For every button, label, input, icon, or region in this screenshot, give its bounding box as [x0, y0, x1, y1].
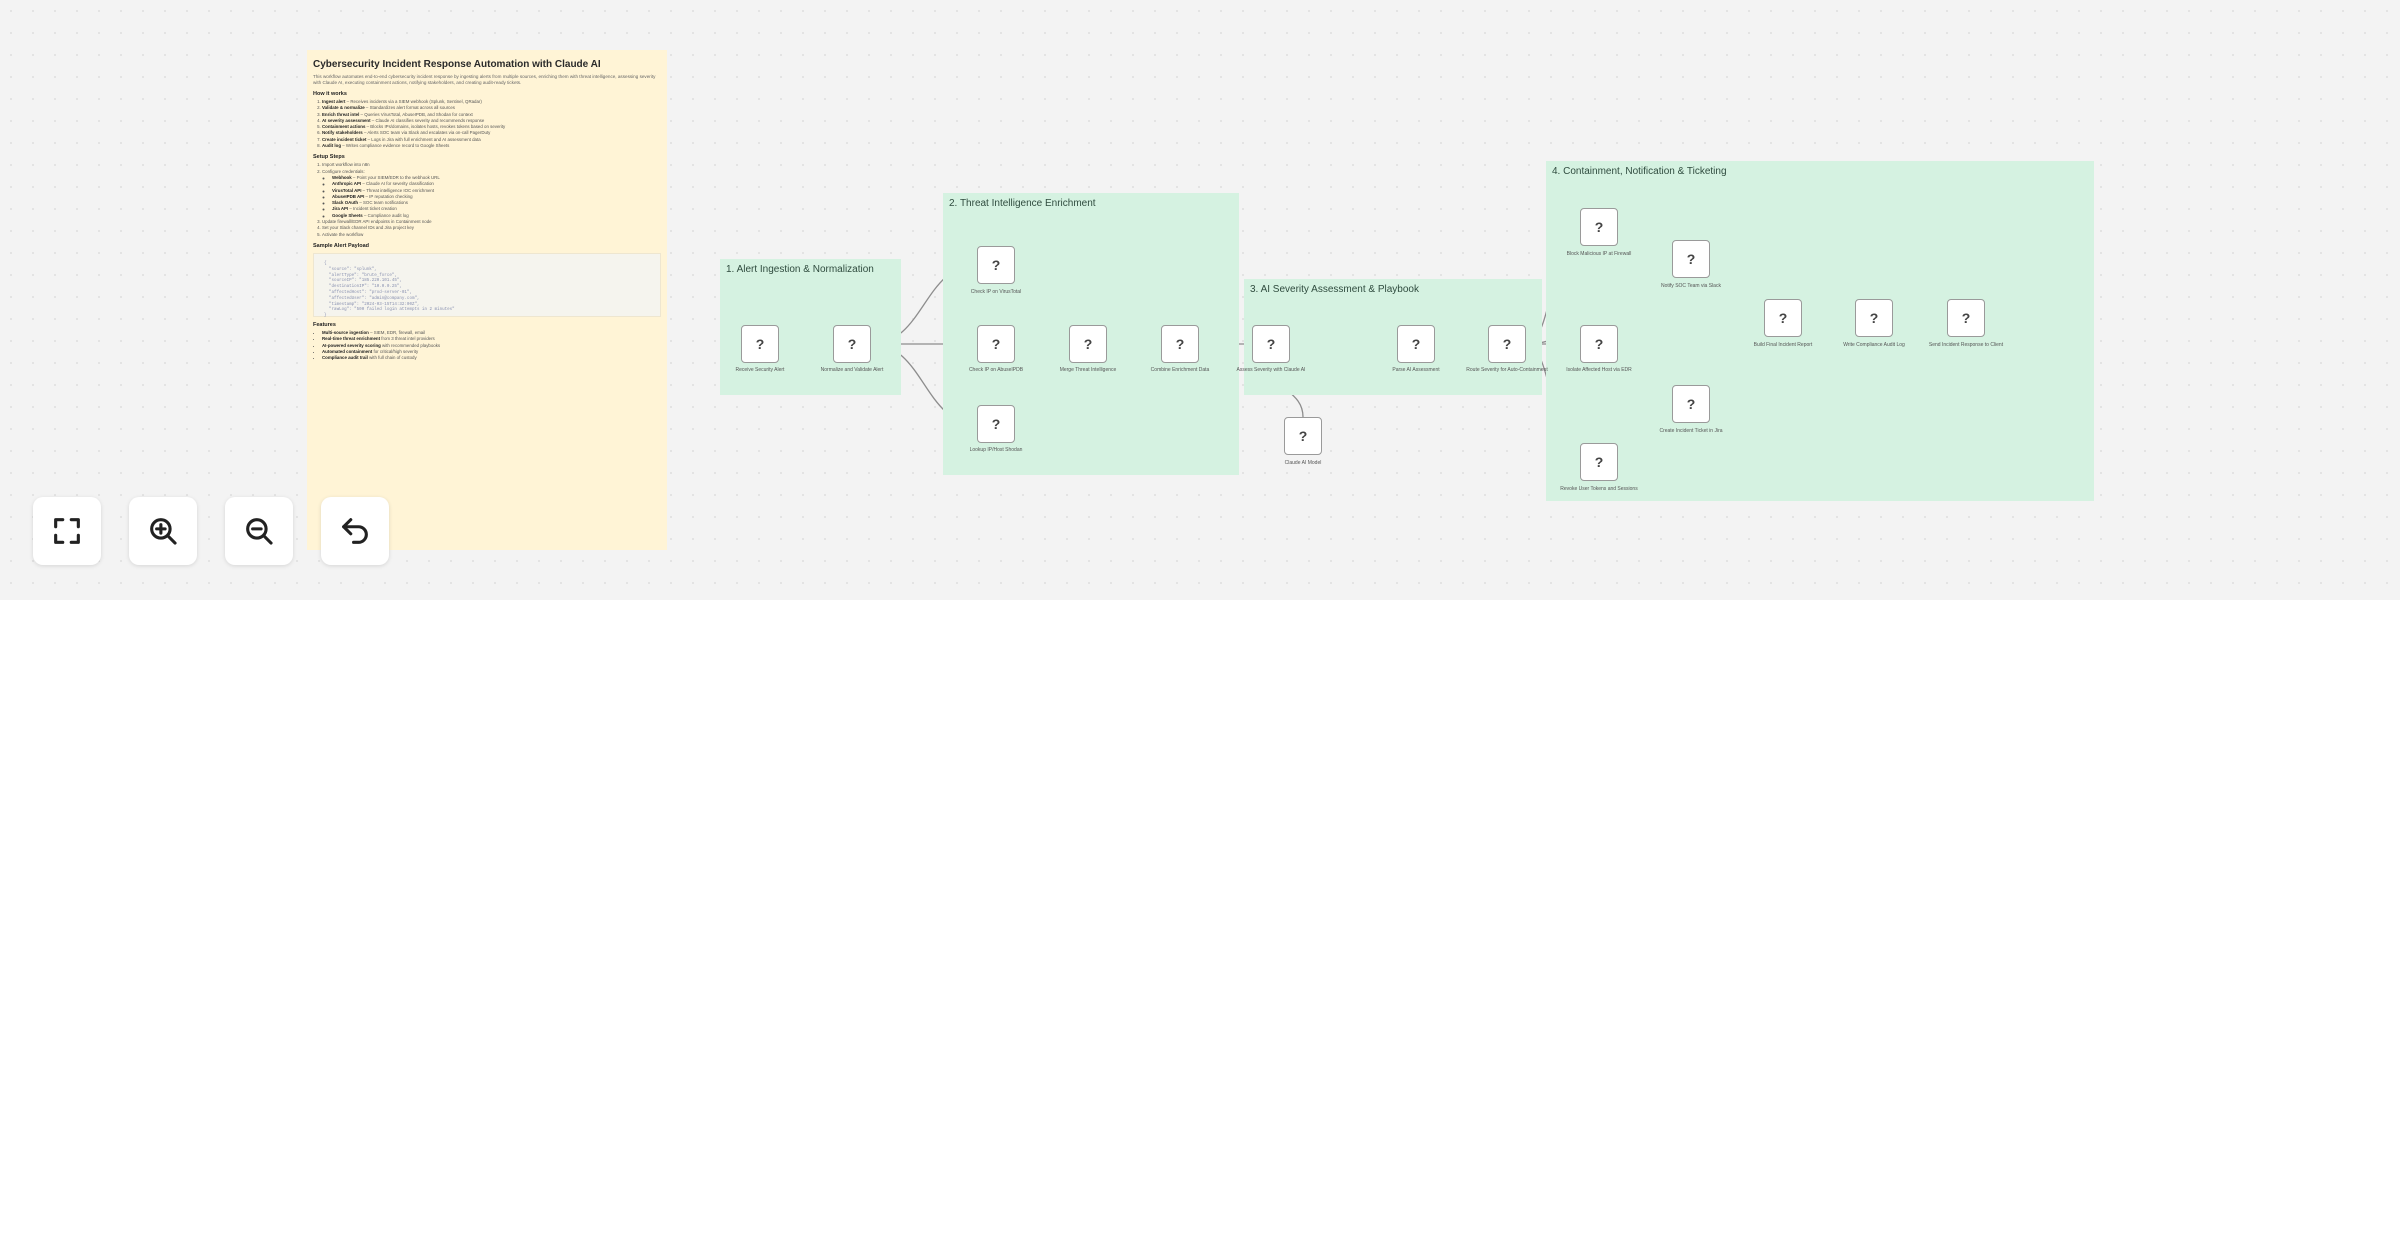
setup-step: Import workflow into n8n	[322, 162, 661, 168]
how-heading: How it works	[313, 91, 347, 97]
list-item: Enrich threat intel – Queries VirusTotal…	[322, 112, 661, 118]
node-label: Notify SOC Team via Slack	[1661, 283, 1721, 289]
setup-step-text: Configure credentials:	[322, 168, 365, 174]
node-check-abuseipdb[interactable]: ?	[977, 325, 1015, 363]
node-label: Check IP on AbuseIPDB	[968, 367, 1024, 373]
node-claude-model[interactable]: ?	[1284, 417, 1322, 455]
node-assess-severity-claude[interactable]: ?	[1252, 325, 1290, 363]
node-label: Route Severity for Auto-Containment	[1466, 367, 1548, 373]
node-label: Combine Enrichment Data	[1150, 367, 1210, 373]
node-revoke-tokens[interactable]: ?	[1580, 443, 1618, 481]
features-heading: Features	[313, 321, 336, 328]
group-title: 1. Alert Ingestion & Normalization	[726, 264, 874, 275]
node-label: Create Incident Ticket in Jira	[1659, 428, 1723, 434]
node-label: Merge Threat Intelligence	[1059, 367, 1117, 373]
node-label: Assess Severity with Claude AI	[1236, 367, 1306, 373]
setup-step: Activate the workflow	[322, 232, 661, 238]
node-normalize-alert[interactable]: ?	[833, 325, 871, 363]
undo-button[interactable]	[321, 497, 389, 565]
zoom-in-icon	[150, 518, 177, 545]
node-label: Parse AI Assessment	[1392, 367, 1440, 373]
zoom-out-icon	[246, 518, 273, 545]
node-parse-ai-assessment[interactable]: ?	[1397, 325, 1435, 363]
workflow-canvas[interactable]: Cybersecurity Incident Response Automati…	[0, 0, 2400, 600]
group-title: 3. AI Severity Assessment & Playbook	[1250, 284, 1419, 295]
credentials-list: Webhook – Point your SIEM/EDR to the web…	[322, 175, 661, 219]
node-route-severity[interactable]: ?	[1488, 325, 1526, 363]
node-label: Isolate Affected Host via EDR	[1566, 367, 1632, 373]
node-label: Write Compliance Audit Log	[1843, 342, 1905, 348]
list-item: Multi-source ingestion – SIEM, EDR, fire…	[322, 330, 661, 336]
list-item: Automated containment for critical/high …	[322, 349, 661, 355]
node-label: Check IP on VirusTotal	[970, 289, 1022, 295]
list-item: AbuseIPDB API – IP reputation checking	[332, 194, 661, 200]
list-item: Slack OAuth – SOC team notifications	[332, 200, 661, 206]
node-combine-enrichment[interactable]: ?	[1161, 325, 1199, 363]
features-list: Multi-source ingestion – SIEM, EDR, fire…	[313, 330, 661, 361]
setup-step: Configure credentials: Webhook – Point y…	[322, 169, 661, 219]
node-block-ip-firewall[interactable]: ?	[1580, 208, 1618, 246]
zoom-in-button[interactable]	[129, 497, 197, 565]
group-title: 2. Threat Intelligence Enrichment	[949, 198, 1096, 209]
list-item: Anthropic API – Claude AI for severity c…	[332, 181, 661, 187]
node-merge-threat-intel[interactable]: ?	[1069, 325, 1107, 363]
list-item: Compliance audit trail with full chain o…	[322, 355, 661, 361]
node-label: Receive Security Alert	[735, 367, 785, 373]
sticky-title: Cybersecurity Incident Response Automati…	[313, 59, 601, 70]
node-receive-alert[interactable]: ?	[741, 325, 779, 363]
sticky-description: This workflow automates end-to-end cyber…	[313, 74, 656, 85]
node-label: Revoke User Tokens and Sessions	[1560, 486, 1638, 492]
setup-list: Import workflow into n8n Configure crede…	[313, 162, 661, 238]
list-item: Create incident ticket – Logs in Jira wi…	[322, 137, 661, 143]
setup-heading: Setup Steps	[313, 154, 345, 161]
undo-icon	[342, 518, 368, 544]
list-item: Notify stakeholders – Alerts SOC team vi…	[322, 130, 661, 136]
node-build-final-report[interactable]: ?	[1764, 299, 1802, 337]
list-item: Jira API – Incident ticket creation	[332, 206, 661, 212]
node-notify-slack[interactable]: ?	[1672, 240, 1710, 278]
list-item: Validate & normalize – Standardizes aler…	[322, 105, 661, 111]
sample-payload-code: { "source": "splunk", "alertType": "brut…	[313, 252, 661, 318]
node-label: Block Malicious IP at Firewall	[1566, 251, 1632, 257]
list-item: Audit log – Writes compliance evidence r…	[322, 143, 661, 149]
fit-view-button[interactable]	[33, 497, 101, 565]
node-label: Normalize and Validate Alert	[820, 367, 884, 373]
sticky-note[interactable]: Cybersecurity Incident Response Automati…	[307, 50, 667, 550]
zoom-out-button[interactable]	[225, 497, 293, 565]
setup-step: Update firewall/EDR API endpoints in Con…	[322, 219, 661, 225]
list-item: Webhook – Point your SIEM/EDR to the web…	[332, 175, 661, 181]
list-item: Real-time threat enrichment from 3 threa…	[322, 336, 661, 342]
list-item: Google Sheets – Compliance audit log	[332, 213, 661, 219]
list-item: Ingest alert – Receives incidents via a …	[322, 99, 661, 105]
group-containment[interactable]: 4. Containment, Notification & Ticketing	[1546, 161, 2094, 501]
node-write-audit-log[interactable]: ?	[1855, 299, 1893, 337]
node-create-jira-ticket[interactable]: ?	[1672, 385, 1710, 423]
node-check-virustotal[interactable]: ?	[977, 246, 1015, 284]
node-isolate-host-edr[interactable]: ?	[1580, 325, 1618, 363]
node-send-response-client[interactable]: ?	[1947, 299, 1985, 337]
fullscreen-icon	[54, 518, 80, 544]
group-title: 4. Containment, Notification & Ticketing	[1552, 166, 1727, 177]
list-item: VirusTotal API – Threat intelligence IOC…	[332, 188, 661, 194]
list-item: Containment actions – Blocks IPs/domains…	[322, 124, 661, 130]
sample-heading: Sample Alert Payload	[313, 242, 370, 249]
node-label: Lookup IP/Host Shodan	[969, 447, 1023, 453]
node-lookup-shodan[interactable]: ?	[977, 405, 1015, 443]
node-label: Send Incident Response to Client	[1928, 342, 2004, 348]
how-list: Ingest alert – Receives incidents via a …	[313, 99, 661, 149]
node-label: Build Final Incident Report	[1753, 342, 1813, 348]
setup-step: Set your Slack channel IDs and Jira proj…	[322, 225, 661, 231]
list-item: AI severity assessment – Claude AI class…	[322, 118, 661, 124]
node-label: Claude AI Model	[1284, 460, 1322, 466]
list-item: AI-powered severity scoring with recomme…	[322, 343, 661, 349]
